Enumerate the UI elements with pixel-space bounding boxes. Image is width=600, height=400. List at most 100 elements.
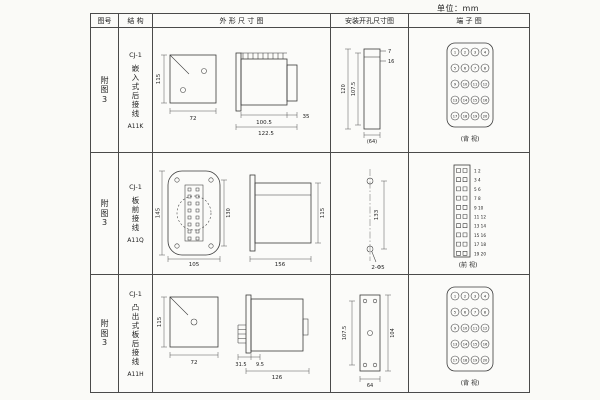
terminal-cell-r2: 1 2 3 4 5 6 7 8 9 10 11 12 13 14 15 16 1…	[409, 153, 529, 275]
svg-text:5: 5	[454, 66, 456, 70]
model-code: A11Q	[127, 237, 144, 244]
cutout-shape	[363, 48, 386, 130]
header-structure: 结 构	[119, 14, 153, 28]
svg-text:4: 4	[484, 294, 487, 298]
svg-text:19: 19	[473, 358, 478, 362]
svg-text:3: 3	[474, 50, 476, 54]
svg-text:14: 14	[463, 342, 468, 346]
svg-text:2: 2	[464, 50, 466, 54]
relay-side-view	[237, 294, 308, 353]
svg-text:5: 5	[454, 310, 456, 314]
dim-cut-height: 107.5	[351, 82, 357, 96]
outline-drawing-r3: 115 72 31.5 9.5 126	[157, 294, 309, 381]
view-label: (背 视)	[461, 379, 480, 387]
svg-text:13 14: 13 14	[474, 223, 486, 228]
terminal-circles	[450, 291, 490, 364]
dim-holes: 2-Φ5	[371, 265, 385, 271]
svg-text:6: 6	[464, 66, 467, 70]
panel-front-view	[169, 54, 216, 104]
mounting-cell-r1: 107.5 120 7 16 (64)	[331, 28, 409, 153]
mounting-hole-drawing-r2: 133 2-Φ5	[366, 168, 387, 271]
header-mounting: 安装开孔尺寸图	[331, 14, 409, 28]
svg-text:18: 18	[463, 358, 468, 362]
outline-drawing-r2: 145 130 105 156 115	[155, 170, 326, 268]
structure-cell-r3: CJ-1 凸出式板后接线 A11H	[119, 275, 153, 392]
svg-text:17: 17	[453, 114, 458, 118]
dim-width: 72	[190, 360, 197, 366]
dim-width: 64	[366, 383, 372, 389]
model-label: CJ-1	[129, 289, 142, 298]
header-figure: 图号	[91, 14, 119, 28]
structure-desc: 凸出式板后接线	[131, 302, 140, 366]
model-code: A11H	[127, 370, 144, 378]
hole-layout	[366, 168, 376, 262]
structure-desc: 板前接线	[131, 196, 140, 232]
dim-length: 126	[271, 375, 282, 381]
unit-label: 单位：mm	[437, 4, 480, 13]
svg-text:9: 9	[454, 82, 457, 86]
svg-text:4: 4	[484, 50, 487, 54]
svg-text:11: 11	[473, 82, 478, 86]
view-label: (前 视)	[459, 261, 478, 269]
figure-cell-r3: 附图3	[91, 275, 119, 392]
svg-text:19 20: 19 20	[474, 251, 486, 256]
mounting-cell-r2: 133 2-Φ5	[331, 153, 409, 275]
svg-text:13: 13	[453, 98, 458, 102]
model-code: A11K	[127, 122, 144, 130]
outline-cell-r2: 145 130 105 156 115	[153, 153, 331, 275]
dim-width: 105	[188, 262, 199, 268]
svg-text:19: 19	[473, 114, 478, 118]
header-terminal: 端 子 图	[409, 14, 529, 28]
svg-text:7 8: 7 8	[474, 196, 481, 201]
svg-text:15: 15	[473, 342, 478, 346]
structure-cell-r2: CJ-1 板前接线 A11Q	[119, 153, 153, 275]
dim-cut-width: (64)	[366, 139, 376, 145]
dim-pin-depth: 31.5	[235, 362, 246, 368]
svg-text:5 6: 5 6	[474, 186, 481, 191]
figure-label: 附图3	[100, 319, 109, 348]
dim-holes-v: 104	[390, 328, 396, 338]
svg-text:3: 3	[474, 294, 476, 298]
svg-text:20: 20	[483, 358, 488, 362]
svg-text:12: 12	[483, 82, 488, 86]
header-outline: 外 形 尺 寸 图	[153, 14, 331, 28]
model-label: CJ-1	[129, 183, 142, 191]
svg-text:13: 13	[453, 342, 458, 346]
svg-text:7: 7	[474, 310, 476, 314]
model-label: CJ-1	[129, 50, 142, 59]
svg-text:14: 14	[463, 98, 468, 102]
figure-cell-r1: 附图3	[91, 28, 119, 153]
terminal-pair-numbers: 1 2 3 4 5 6 7 8 9 10 11 12 13 14 15 16 1…	[474, 168, 486, 256]
dim-overall: 120	[341, 84, 347, 94]
dim-length: 156	[274, 262, 285, 268]
svg-text:10: 10	[463, 326, 468, 330]
outline-cell-r1: 115 72 100.5 122.5 35	[153, 28, 331, 153]
terminal-strip-screws	[456, 167, 468, 256]
svg-text:9: 9	[454, 326, 457, 330]
terminal-circles	[450, 47, 490, 121]
structure-cell-r1: CJ-1 嵌入式后接线 A11K	[119, 28, 153, 153]
svg-text:10: 10	[463, 82, 468, 86]
mounting-hole-drawing-r1: 107.5 120 7 16 (64)	[341, 48, 394, 145]
svg-text:16: 16	[483, 98, 488, 102]
dim-height: 115	[157, 316, 163, 327]
svg-text:20: 20	[483, 114, 488, 118]
dim-top-a: 7	[388, 49, 391, 55]
svg-text:8: 8	[484, 66, 487, 70]
dim-holes: 130	[226, 208, 232, 218]
outline-drawing-r1: 115 72 100.5 122.5 35	[156, 52, 309, 137]
dim-top-b: 16	[388, 59, 394, 65]
figure-cell-r2: 附图3	[91, 153, 119, 275]
dim-height: 145	[155, 207, 161, 218]
dimension-table: 图号 结 构 外 形 尺 寸 图 安装开孔尺寸图 端 子 图 附图3 CJ-1 …	[90, 13, 530, 393]
svg-text:16: 16	[483, 342, 488, 346]
figure-label: 附图3	[100, 199, 109, 228]
svg-text:2: 2	[464, 294, 466, 298]
